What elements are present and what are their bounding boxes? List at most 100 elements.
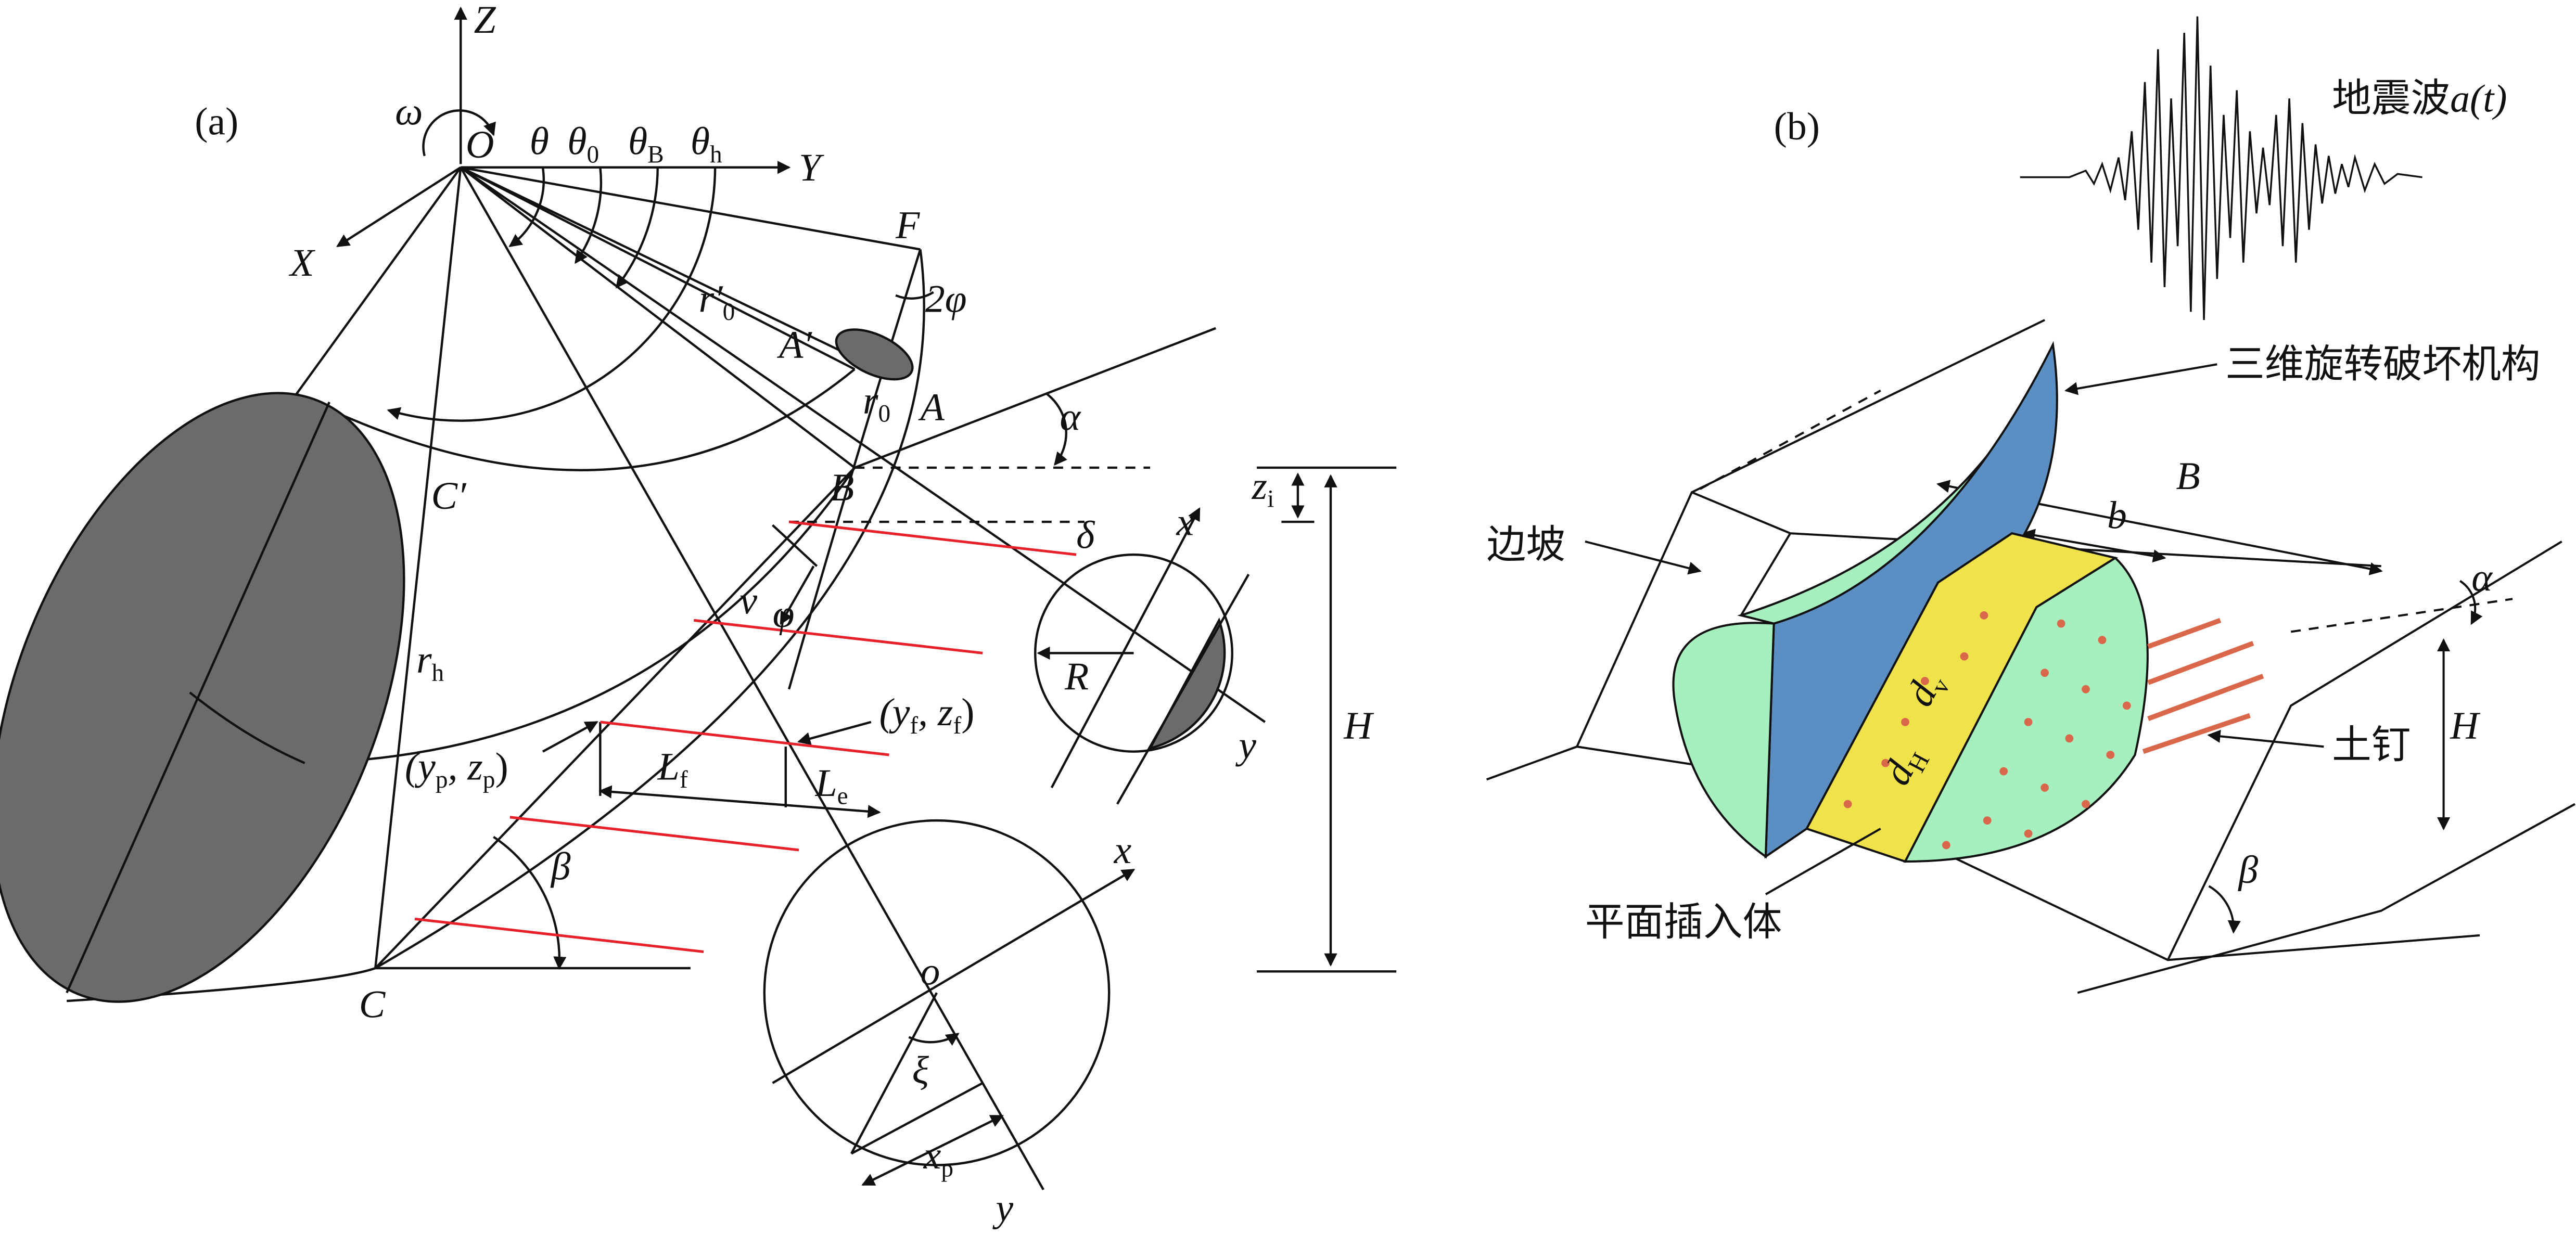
point-C: C bbox=[359, 983, 386, 1026]
delta-label: δ bbox=[1076, 514, 1095, 557]
zi-sub: i bbox=[1267, 486, 1274, 513]
zf-close: ) bbox=[961, 691, 974, 734]
x-axis bbox=[336, 166, 462, 247]
soil-nail-3d bbox=[2147, 674, 2264, 721]
cone-outer-curve bbox=[375, 249, 925, 969]
Le-label: Le bbox=[815, 762, 848, 810]
angle-arc-theta bbox=[508, 167, 545, 247]
zf-sub: f bbox=[953, 712, 961, 739]
seismic-wave-zh: 地震波 bbox=[2332, 75, 2450, 121]
alpha-dashed-b bbox=[2290, 598, 2513, 633]
cone-inner-curve bbox=[787, 249, 922, 690]
xp-sub: p bbox=[941, 1155, 953, 1182]
slope-right-face bbox=[2166, 541, 2562, 961]
beta-label-b: β bbox=[2237, 849, 2258, 892]
zi-main: z bbox=[1252, 465, 1267, 508]
soil-nail bbox=[693, 619, 983, 654]
soil-nail-3d bbox=[2142, 713, 2251, 754]
slope-outline-left bbox=[1486, 319, 2046, 781]
r0-prime-main: r′ bbox=[699, 277, 723, 320]
alpha-arc bbox=[1045, 393, 1067, 466]
soil-nail bbox=[788, 520, 1077, 556]
b-label-b: b bbox=[2107, 494, 2127, 537]
thetaB-sub: B bbox=[647, 141, 664, 168]
soil-nail bbox=[600, 721, 889, 756]
v-ref bbox=[772, 524, 818, 567]
alpha-label: α bbox=[1060, 395, 1081, 439]
thetah-label: θh bbox=[691, 120, 722, 168]
nail-head-dots bbox=[1843, 611, 2131, 850]
Lf-sub: f bbox=[680, 766, 688, 793]
rh-label: rh bbox=[416, 638, 444, 687]
theta0-label: θ0 bbox=[567, 120, 599, 168]
yf-sub: f bbox=[910, 712, 918, 739]
yp-zp-label: (yp, zp) bbox=[405, 745, 508, 793]
beta-label-a: β bbox=[550, 845, 571, 889]
y-upper-label: y bbox=[1235, 724, 1256, 767]
mechanism-leader bbox=[2064, 363, 2217, 395]
zp-close: ) bbox=[495, 745, 508, 788]
point-A-prime: A′ bbox=[776, 324, 812, 367]
cross-section-circle-R bbox=[1034, 553, 1233, 753]
panel-b bbox=[1486, 16, 2575, 994]
H-label-b: H bbox=[2450, 704, 2481, 747]
zi-label: zi bbox=[1252, 465, 1274, 513]
mechanism-blue-back bbox=[1764, 341, 2058, 859]
alpha-label-b: α bbox=[2471, 557, 2493, 600]
panel-b-label: (b) bbox=[1774, 105, 1820, 148]
rh-sub: h bbox=[432, 660, 444, 687]
r0-prime-label: r′0 bbox=[699, 277, 735, 326]
y-axis-label: Y bbox=[799, 146, 824, 189]
omega-arrow bbox=[422, 109, 496, 157]
yf-open: (y bbox=[879, 691, 910, 734]
panel-b-labels: (b) 地震波a(t) 三维旋转破坏机构 边坡 土钉 平面插入体 B b α H… bbox=[1487, 75, 2541, 944]
radial-line bbox=[460, 166, 897, 379]
slope-leader bbox=[1585, 540, 1702, 575]
yp-open: (y bbox=[405, 745, 436, 788]
r0-sub: 0 bbox=[878, 401, 891, 428]
thetah-main: θ bbox=[691, 120, 710, 163]
two-phi-arc bbox=[895, 291, 934, 300]
xp-label: xp bbox=[923, 1134, 953, 1182]
point-C-prime: C′ bbox=[431, 474, 466, 518]
radial-line bbox=[374, 167, 462, 969]
point-f-pointer bbox=[797, 721, 872, 745]
Lf-main: L bbox=[657, 745, 680, 788]
panel-a-labels: (a) Z Y X O ω θ θ0 θB θh F 2φ A′ A B C′ … bbox=[195, 0, 1374, 1230]
soil-nail-3d bbox=[2147, 641, 2254, 685]
two-phi-label: 2φ bbox=[925, 277, 967, 320]
panel-a bbox=[0, 6, 1397, 1190]
seismic-wave-label: 地震波a(t) bbox=[2332, 75, 2507, 121]
x-upper-label: x bbox=[1176, 500, 1194, 544]
origin-label: O bbox=[466, 123, 494, 166]
beta-arc bbox=[493, 835, 567, 970]
point-F: F bbox=[895, 203, 920, 247]
soil-nails-2d bbox=[414, 520, 1077, 953]
rh-main: r bbox=[416, 638, 432, 682]
Le-main: L bbox=[815, 762, 837, 805]
Le-sub: e bbox=[837, 783, 848, 810]
beta-arc-b bbox=[2208, 885, 2241, 934]
radial-line bbox=[460, 166, 1266, 723]
x-lower-label: x bbox=[1114, 829, 1132, 872]
seismic-func: a(t) bbox=[2450, 77, 2507, 120]
mechanism-label: 三维旋转破坏机构 bbox=[2225, 341, 2541, 387]
soil-nail-label: 土钉 bbox=[2332, 722, 2411, 767]
slope-face-line bbox=[1740, 533, 1791, 616]
crest-dashed-b bbox=[1699, 389, 1881, 490]
phi-label: φ bbox=[773, 593, 795, 636]
z-axis-label: Z bbox=[474, 0, 496, 42]
soil-nail-3d bbox=[2147, 618, 2222, 649]
xp-main: x bbox=[923, 1134, 941, 1177]
b-dim bbox=[2021, 529, 2166, 563]
R-label: R bbox=[1064, 655, 1089, 698]
xp-dim bbox=[861, 1114, 1004, 1186]
v-arrow bbox=[780, 565, 815, 625]
angle-arc-thetah bbox=[387, 167, 717, 422]
insert-leader bbox=[1765, 828, 1881, 895]
theta0-sub: 0 bbox=[586, 141, 599, 168]
thetaB-main: θ bbox=[628, 120, 647, 163]
circle-R-parallel bbox=[1116, 573, 1250, 805]
theta-label: θ bbox=[530, 120, 549, 163]
